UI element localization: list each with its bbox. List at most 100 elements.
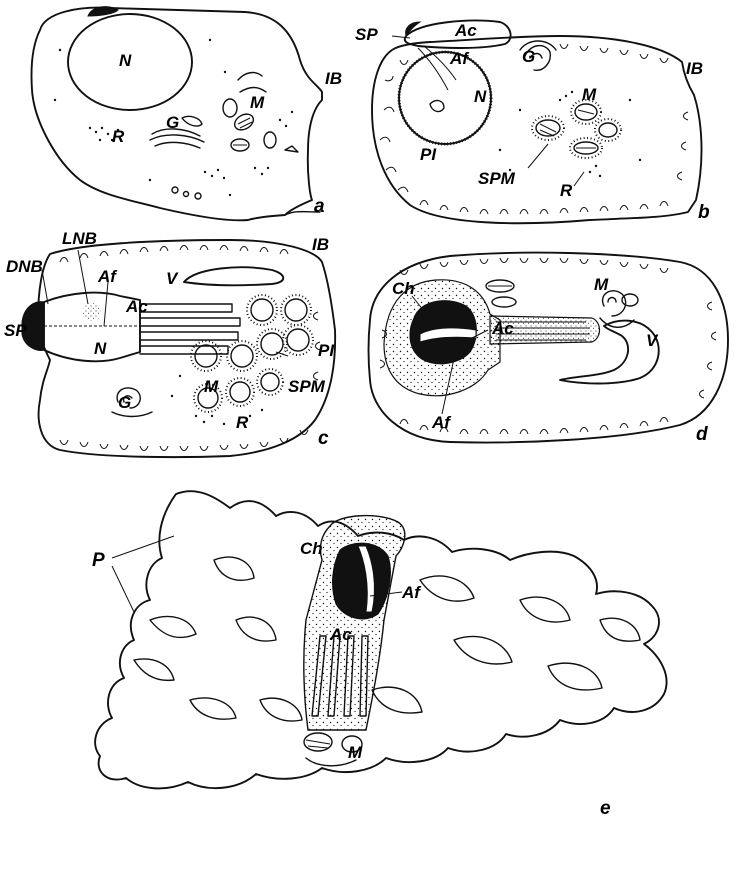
label-acrosomal-filament: Af — [449, 49, 470, 68]
label-processes: P — [92, 550, 105, 571]
label-golgi: G — [166, 113, 179, 132]
label-mitochondria: M — [250, 93, 265, 112]
label-spm: SPM — [478, 169, 516, 188]
lead-dnb — [41, 269, 49, 305]
label-spm: SPM — [288, 377, 326, 396]
ribosome-dots — [170, 374, 264, 426]
membrane-infoldings — [379, 43, 689, 215]
lead-sp — [391, 35, 411, 39]
lead-spm — [527, 143, 549, 169]
acrosome-tubules — [139, 303, 241, 355]
label-vesicle: V — [166, 269, 179, 288]
label-mitochondria: M — [594, 275, 609, 294]
acrosome-tubules — [311, 635, 369, 717]
panel-a: N R G M IB a — [30, 6, 342, 222]
label-intercellular-bridge: IB — [325, 69, 342, 88]
cell-outline — [30, 6, 323, 222]
label-plasma-infoldings: PI — [318, 341, 335, 360]
golgi — [519, 40, 557, 71]
mitochondria — [190, 294, 314, 413]
vesicle — [183, 266, 285, 287]
cell-outline — [371, 35, 703, 225]
cell-outline — [367, 251, 729, 444]
label-golgi: G — [522, 47, 535, 66]
mitochondria — [222, 98, 299, 153]
panel-e: P Ch Af Ac M e — [92, 490, 668, 819]
label-acrosome: Ac — [454, 21, 477, 40]
label-ribosomes: R — [112, 127, 125, 146]
nucleus — [67, 13, 193, 111]
label-chromatin: Ch — [300, 539, 323, 558]
lead-ch — [411, 295, 429, 317]
lead-af — [369, 591, 403, 597]
label-nucleus: N — [119, 51, 132, 70]
vesicle — [559, 319, 660, 385]
label-intercellular-bridge: IB — [312, 235, 329, 254]
panel-letter-a: a — [314, 196, 325, 217]
panel-letter-c: c — [318, 428, 329, 449]
label-subacrosomal-space: SP — [4, 321, 27, 340]
acrosomal-filament — [417, 45, 457, 91]
lead-r — [573, 171, 585, 187]
label-ribosomes: R — [236, 413, 249, 432]
membrane-infoldings — [379, 257, 717, 435]
label-ribosomes: R — [560, 181, 573, 200]
vesicles — [171, 71, 267, 200]
label-acrosomal-filament: Af — [431, 413, 452, 432]
lead-af — [441, 339, 459, 415]
process-infoldings — [133, 556, 641, 722]
label-intercellular-bridge: IB — [686, 59, 703, 78]
acrosome-nucleus-body — [43, 291, 141, 363]
label-acrosome: Ac — [329, 625, 352, 644]
panel-b: SP Ac Af G N IB M PI SPM R b — [355, 19, 710, 225]
label-dnb: DNB — [6, 257, 43, 276]
lnb-dots — [83, 303, 101, 321]
chromatin — [332, 542, 391, 620]
mitochondria — [531, 99, 622, 159]
label-acrosomal-filament: Af — [97, 267, 118, 286]
label-chromatin: Ch — [392, 279, 415, 298]
nucleus-cap — [87, 6, 119, 17]
label-lnb: LNB — [62, 229, 97, 248]
lead-p-2 — [111, 565, 135, 613]
label-nucleus: N — [474, 87, 487, 106]
chromatin-channel — [419, 327, 477, 343]
acrosome — [403, 19, 512, 49]
panel-letter-b: b — [698, 202, 710, 223]
label-mitochondria: M — [582, 85, 597, 104]
lead-p-1 — [111, 535, 175, 559]
label-plasma-infoldings: PI — [420, 145, 437, 164]
label-subacrosomal-space: SP — [355, 25, 378, 44]
golgi — [111, 387, 153, 418]
panel-letter-d: d — [696, 424, 708, 445]
lead-lnb — [77, 249, 89, 305]
label-mitochondria: M — [204, 377, 219, 396]
label-mitochondria: M — [348, 743, 363, 762]
label-golgi: G — [118, 393, 131, 412]
mitochondria — [485, 279, 639, 328]
cell-outline — [37, 239, 337, 459]
panel-c: LNB DNB Af IB V Ac SP N PI G M SPM R c — [4, 229, 337, 459]
nucleus-stipple — [397, 50, 493, 146]
panel-d: Ch M Ac V Af d — [367, 251, 729, 445]
lead-af — [103, 281, 109, 327]
label-vesicle: V — [646, 331, 659, 350]
mitochondria — [303, 732, 363, 767]
panel-letter-e: e — [600, 798, 611, 819]
cell-bridge — [284, 210, 321, 216]
ribosome-dots — [498, 90, 642, 178]
ribosome-dots — [53, 38, 294, 197]
lead-ac — [471, 329, 489, 339]
label-acrosome: Ac — [125, 297, 148, 316]
acrosome-tubules — [496, 321, 590, 341]
lead-spm — [275, 351, 289, 357]
golgi — [149, 115, 205, 149]
label-acrosome: Ac — [491, 319, 514, 338]
acrosome-tail — [489, 315, 601, 345]
label-acrosomal-filament: Af — [401, 583, 422, 602]
nucleus-inclusion — [429, 99, 445, 113]
label-nucleus: N — [94, 339, 107, 358]
membrane-infoldings — [59, 245, 321, 451]
subacrosomal-cap — [405, 21, 422, 38]
